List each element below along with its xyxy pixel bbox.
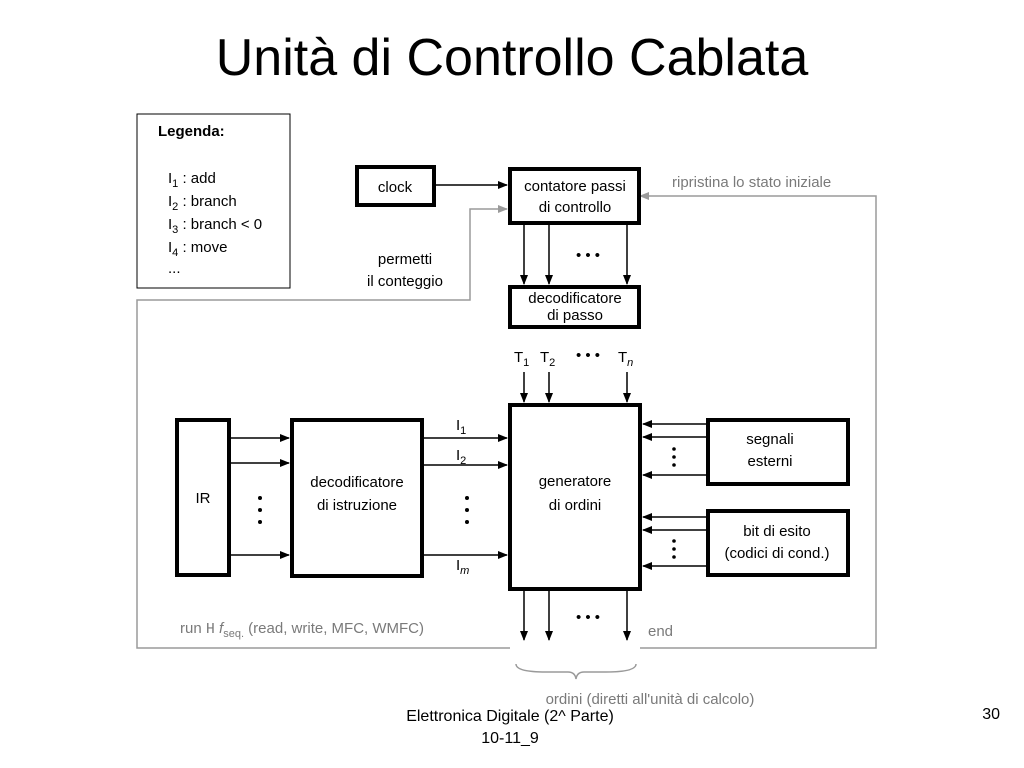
external-vertical-dots (672, 447, 676, 467)
step-counter-label-1: contatore passi (524, 178, 626, 195)
t2-label: T2 (540, 349, 555, 369)
clock-block: clock (355, 165, 436, 207)
instruction-decoder-label-2: di istruzione (317, 497, 397, 514)
legend-item-3: I3 : branch < 0 (168, 216, 262, 236)
external-arrows (642, 420, 706, 479)
enable-label-2: il conteggio (367, 273, 443, 290)
order-generator-label-2: di ordini (549, 497, 602, 514)
output-dots: • • • (576, 609, 600, 626)
order-generator-block: generatore di ordini (508, 403, 642, 591)
feedback-lines (136, 192, 877, 649)
ir-label: IR (196, 490, 211, 507)
t-dots: • • • (576, 347, 600, 364)
order-generator-label-1: generatore (539, 473, 612, 490)
instruction-decoder-block: decodificatore di istruzione (290, 418, 424, 578)
flags-vertical-dots (672, 539, 676, 559)
counter-dots: • • • (576, 247, 600, 264)
clock-label: clock (378, 179, 413, 196)
legend-title: Legenda: (158, 123, 225, 140)
condition-flags-label-1: bit di esito (743, 523, 811, 540)
external-signals-label-1: segnali (746, 431, 794, 448)
decoder-vertical-dots (465, 496, 469, 524)
decoder-to-generator-arrows (424, 434, 508, 559)
ir-block: IR (175, 418, 231, 577)
footer-line-2: 10-11_9 (481, 730, 539, 747)
generator-output-arrows (520, 591, 631, 641)
end-label: end (648, 623, 673, 640)
instruction-decoder-label-1: decodificatore (310, 474, 403, 491)
enable-label-1: permetti (378, 251, 432, 268)
condition-flags-label-2: (codici di cond.) (724, 545, 829, 562)
ir-vertical-dots (258, 496, 262, 524)
flags-arrows (642, 513, 706, 570)
i1-label: I1 (456, 417, 466, 437)
tn-label: Tn (618, 349, 633, 369)
legend-item-1: I1 : add (168, 170, 216, 190)
slide-title: Unità di Controllo Cablata (215, 29, 809, 87)
reset-label: ripristina lo stato iniziale (672, 174, 831, 191)
run-label: run H fseq. (read, write, MFC, WMFC) (180, 620, 424, 640)
t1-label: T1 (514, 349, 529, 369)
step-counter-label-2: di controllo (539, 199, 612, 216)
footer-text: Elettronica Digitale (2^ Parte) 10-11_9 (330, 706, 690, 750)
step-counter-block: contatore passi di controllo (508, 167, 641, 225)
external-signals-label-2: esterni (747, 453, 792, 470)
ir-to-decoder-arrows (231, 434, 290, 559)
legend-item-2: I2 : branch (168, 193, 237, 213)
i2-label: I2 (456, 447, 466, 467)
legend-more: ... (168, 260, 181, 277)
external-signals-block: segnali esterni (706, 418, 850, 486)
page-number: 30 (982, 706, 1000, 723)
step-decoder-label-1: decodificatore (528, 290, 621, 307)
im-label: Im (456, 557, 469, 577)
condition-flags-block: bit di esito (codici di cond.) (706, 509, 850, 577)
orders-label: ordini (diretti all'unità di calcolo) (546, 691, 755, 708)
footer-line-1: Elettronica Digitale (2^ Parte) (406, 708, 614, 725)
t-arrows (520, 372, 631, 403)
legend-item-4: I4 : move (168, 239, 227, 259)
step-decoder-label-2: di passo (547, 307, 603, 324)
counter-to-decoder-arrows (520, 225, 631, 285)
legend-box: Legenda: I1 : add I2 : branch I3 : branc… (136, 113, 291, 289)
orders-brace (515, 663, 637, 680)
step-decoder-block: decodificatore di passo (508, 285, 641, 329)
